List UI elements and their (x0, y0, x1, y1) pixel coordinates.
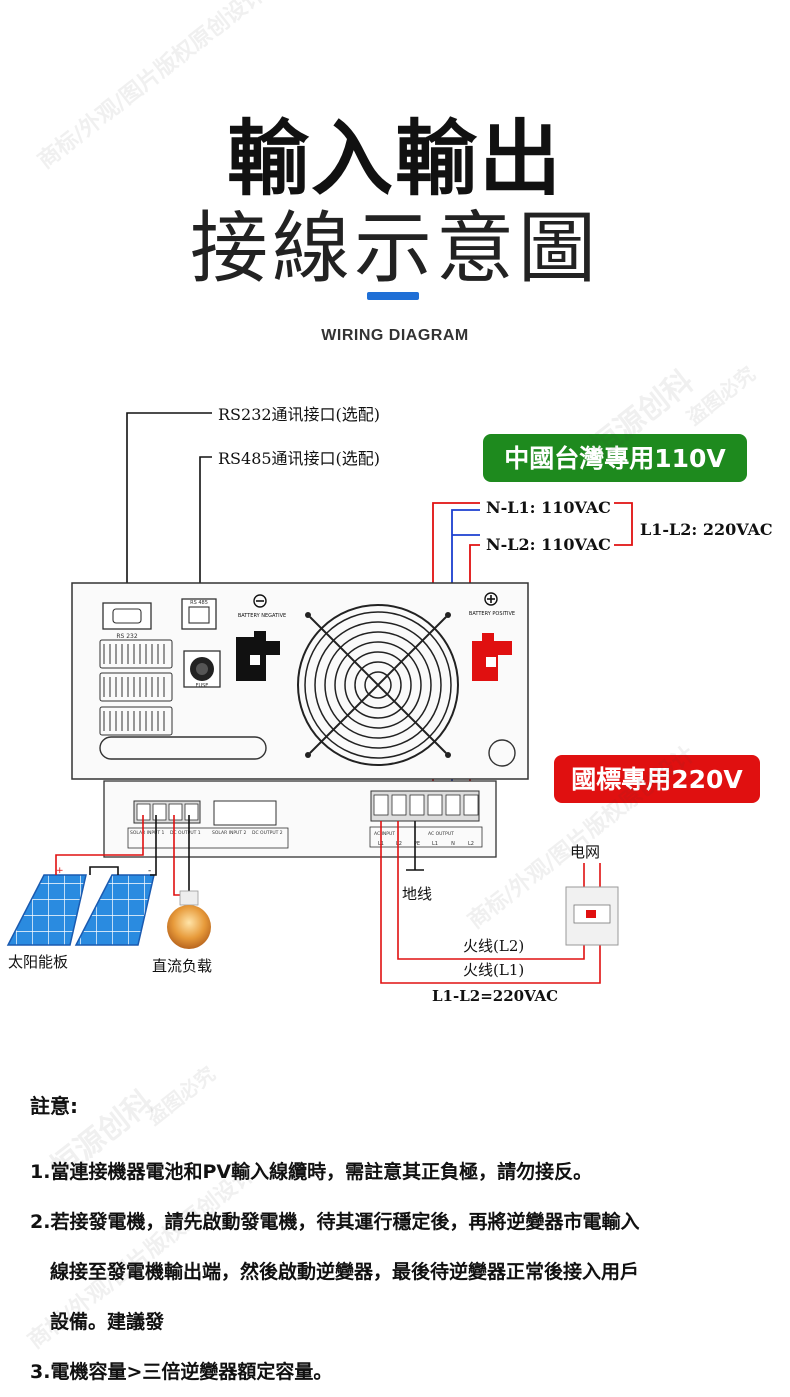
live-l2-wire (397, 821, 585, 960)
wiring-diagram-label: WIRING DIAGRAM (321, 327, 469, 344)
fuse-label: FUSE (196, 683, 209, 689)
bulb-icon (167, 905, 211, 949)
svg-text:+: + (56, 866, 64, 876)
l1l2-label: L1-L2: 220VAC (640, 520, 773, 539)
dc-load-label: 直流负载 (152, 957, 212, 975)
terminal-dc2-label: DC OUTPUT 2 (252, 830, 283, 836)
battery-positive-label: BATTERY POSITIVE (469, 611, 515, 617)
rs485-wire (199, 456, 212, 603)
taiwan-badge (483, 434, 747, 482)
notes-section: 註意: 1.當連接機器電池和PV輸入線纜時，需註意其正負極，請勿接反。 2.若接… (30, 1090, 770, 1397)
terminal-ac-out-label: AC OUTPUT (428, 831, 454, 837)
solar-wire-positive (55, 815, 144, 875)
notes-title: 註意: (30, 1094, 78, 1118)
wiring-diagram: RS232通讯接口(选配) RS485通讯接口(选配) 中國台灣專用110V N… (6, 405, 773, 1005)
handle-slot (99, 736, 267, 760)
dc-terminal-block (133, 800, 201, 824)
ac-out-pin-1: L1 (432, 841, 438, 847)
note-3: 3.電機容量>三倍逆變器額定容量。 (30, 1361, 333, 1383)
svg-text:-: - (148, 866, 151, 876)
solar-panel-left (6, 874, 87, 946)
solar-label: 太阳能板 (8, 953, 68, 971)
ac-in-pin-3: PE (414, 841, 420, 847)
bottom-voltage-label: L1-L2=220VAC (432, 987, 558, 1005)
taiwan-badge-text: 中國台灣專用110V (504, 444, 726, 473)
port-rs232-label: RS 232 (116, 633, 138, 640)
terminal-solar2-label: SOLAR INPUT 2 (212, 830, 247, 836)
solar-wire-negative (150, 815, 157, 876)
rs232-port (102, 602, 152, 630)
live-l1-wire (380, 821, 601, 984)
port-rs485-label: RS 485 (190, 600, 208, 606)
terminal-dc1-label: DC OUTPUT 1 (170, 830, 201, 836)
ac-in-pin-2: L2 (396, 841, 402, 847)
live-l2-label: 火线(L2) (463, 937, 524, 955)
ground-label: 地线 (402, 885, 432, 903)
accent-bar (367, 292, 419, 300)
solar-link-wire (89, 866, 119, 875)
note-2: 2.若接發電機，請先啟動發電機，待其運行穩定後，再將逆變器市電輸入 (30, 1211, 640, 1233)
minus-icon (253, 594, 267, 608)
page-subtitle: 接線示意圖 (189, 204, 600, 294)
ac-out-pin-3: L2 (468, 841, 474, 847)
rs485-port (181, 598, 217, 630)
nl2-label: N-L2: 110VAC (486, 535, 611, 554)
terminal-solar1-label: SOLAR INPUT 1 (130, 830, 165, 836)
label-plate (213, 800, 277, 826)
note-2-continued: 線接至發電機輸出端，然後啟動逆變器，最後待逆變器正常後接入用戶 (50, 1261, 640, 1283)
battery-negative-label: BATTERY NEGATIVE (238, 613, 286, 619)
indicator-circle (488, 739, 516, 767)
note-2-end: 設備。建議發 (50, 1311, 165, 1333)
ac-terminal-block (370, 790, 480, 822)
nl1-label: N-L1: 110VAC (486, 498, 611, 517)
rs232-label: RS232通讯接口(选配) (218, 405, 380, 424)
grid-label: 电网 (570, 843, 600, 861)
rs485-label: RS485通讯接口(选配) (218, 449, 380, 468)
solar-panel-right (74, 874, 155, 946)
bulb-base (179, 890, 199, 906)
ac-out-pin-2: N (451, 841, 455, 847)
national-badge (554, 755, 760, 803)
vent-slots (99, 639, 173, 736)
live-l1-label: 火线(L1) (463, 961, 524, 979)
terminal-ac-in-label: AC INPUT (374, 831, 395, 837)
note-1: 1.當連接機器電池和PV輸入線纜時，需註意其正負極，請勿接反。 (30, 1161, 593, 1183)
cooling-fan (297, 604, 459, 766)
plus-icon (484, 592, 498, 606)
national-badge-text: 國標專用220V (571, 765, 743, 794)
page-title: 輸入輸出 (226, 112, 563, 207)
rs232-wire (126, 412, 212, 616)
l1l2-bracket (614, 502, 633, 546)
